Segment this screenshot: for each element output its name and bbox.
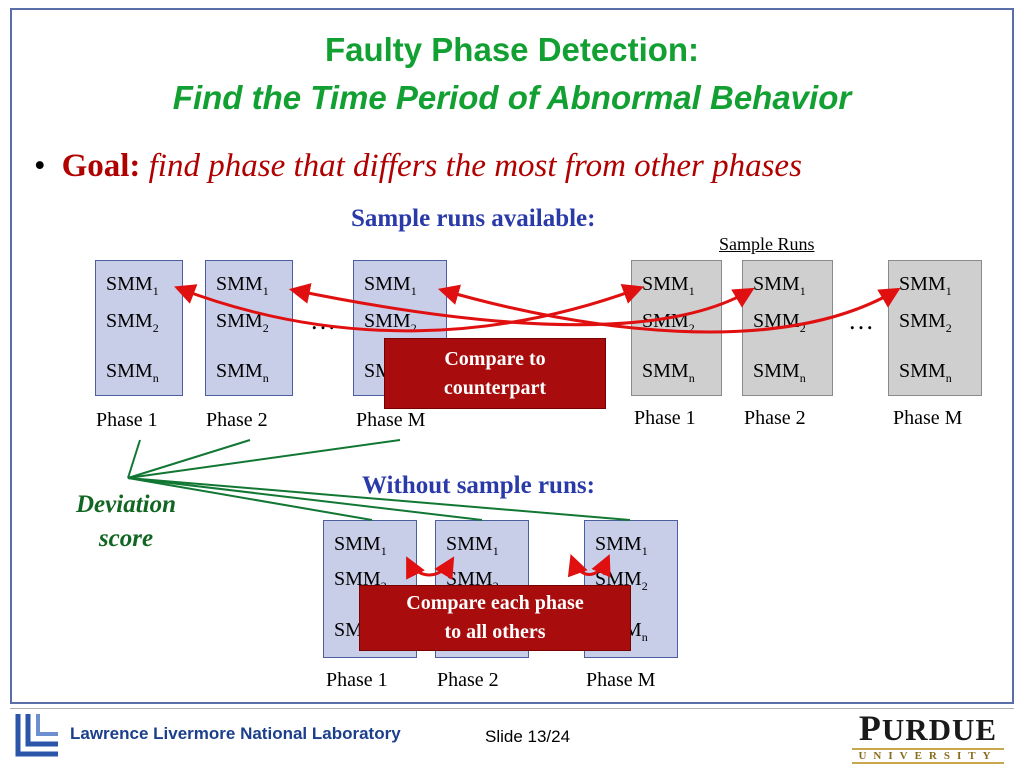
sample-phase-label-1: Phase 1 <box>634 407 696 429</box>
compare-counterpart-box: Compare to counterpart <box>384 338 606 409</box>
without-sample-heading: Without sample runs: <box>362 472 595 499</box>
goal-label: Goal: <box>61 148 141 184</box>
goal-bullet: • Goal: find phase that differs the most … <box>34 148 802 185</box>
deviation-lines <box>127 439 631 521</box>
smm-1: SMM1 <box>899 273 952 298</box>
compare-arrows <box>174 283 901 580</box>
footer-divider <box>10 708 1014 709</box>
smm-2: SMM2 <box>106 310 159 335</box>
sample-box-m: SMM1 SMM2 SMMn <box>888 260 982 396</box>
sample-phase-label-2: Phase 2 <box>744 407 806 429</box>
smm-n: SMMn <box>642 360 695 385</box>
smm-1: SMM1 <box>446 533 499 558</box>
slide-title: Faulty Phase Detection: <box>324 31 700 68</box>
compare-all-box: Compare each phase to all others <box>359 585 631 651</box>
ellipsis: … <box>310 306 336 335</box>
llnl-logo-icon <box>15 714 58 757</box>
smm-n: SMMn <box>753 360 806 385</box>
bullet-dot: • <box>34 148 46 184</box>
purdue-logo: PURDUE UNIVERSITY <box>852 710 1004 764</box>
smm-1: SMM1 <box>106 273 159 298</box>
slide-number: Slide 13/24 <box>485 727 571 746</box>
sample-runs-heading: Sample runs available: <box>351 205 596 232</box>
phase-label-m: Phase M <box>356 409 426 431</box>
phase-box-1: SMM1 SMM2 SMMn <box>95 260 183 396</box>
slide-subtitle: Find the Time Period of Abnormal Behavio… <box>172 79 852 116</box>
smm-2: SMM2 <box>216 310 269 335</box>
sample-runs-label: Sample Runs <box>719 234 815 254</box>
smm-1: SMM1 <box>334 533 387 558</box>
slide-frame <box>10 8 1014 704</box>
smm-2: SMM2 <box>899 310 952 335</box>
phase-label-2: Phase 2 <box>206 409 268 431</box>
deviation-score-label: Deviation score <box>76 491 176 552</box>
bottom-phase-label-1: Phase 1 <box>326 669 388 691</box>
lab-name: Lawrence Livermore National Laboratory <box>70 724 401 743</box>
goal-text: find phase that differs the most from ot… <box>148 148 802 184</box>
smm-n: SMMn <box>106 360 159 385</box>
smm-n: SMMn <box>216 360 269 385</box>
smm-2: SMM2 <box>364 310 417 335</box>
smm-n: SMMn <box>899 360 952 385</box>
sample-phase-label-m: Phase M <box>893 407 963 429</box>
smm-1: SMM1 <box>595 533 648 558</box>
bottom-phase-label-m: Phase M <box>586 669 656 691</box>
phase-label-1: Phase 1 <box>96 409 158 431</box>
bottom-phase-label-2: Phase 2 <box>437 669 499 691</box>
phase-box-2: SMM1 SMM2 SMMn <box>205 260 293 396</box>
